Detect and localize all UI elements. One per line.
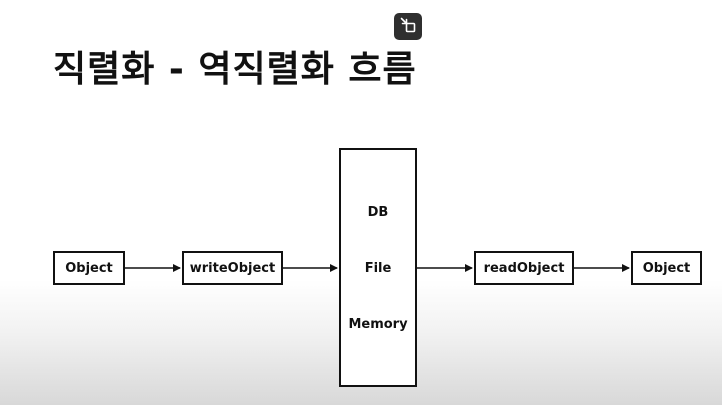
pip-exit-button[interactable] [394, 13, 422, 40]
write-object-box: writeObject [182, 251, 283, 285]
storage-box: DB File Memory [339, 148, 417, 387]
read-object-box: readObject [474, 251, 574, 285]
storage-file-label: File [364, 261, 392, 276]
storage-db-label: DB [367, 205, 389, 220]
slide-title: 직렬화 - 역직렬화 흐름 [53, 49, 417, 90]
picture-in-picture-exit-icon [400, 17, 416, 37]
source-object-box: Object [53, 251, 125, 285]
storage-memory-label: Memory [348, 317, 408, 332]
target-object-box: Object [631, 251, 702, 285]
